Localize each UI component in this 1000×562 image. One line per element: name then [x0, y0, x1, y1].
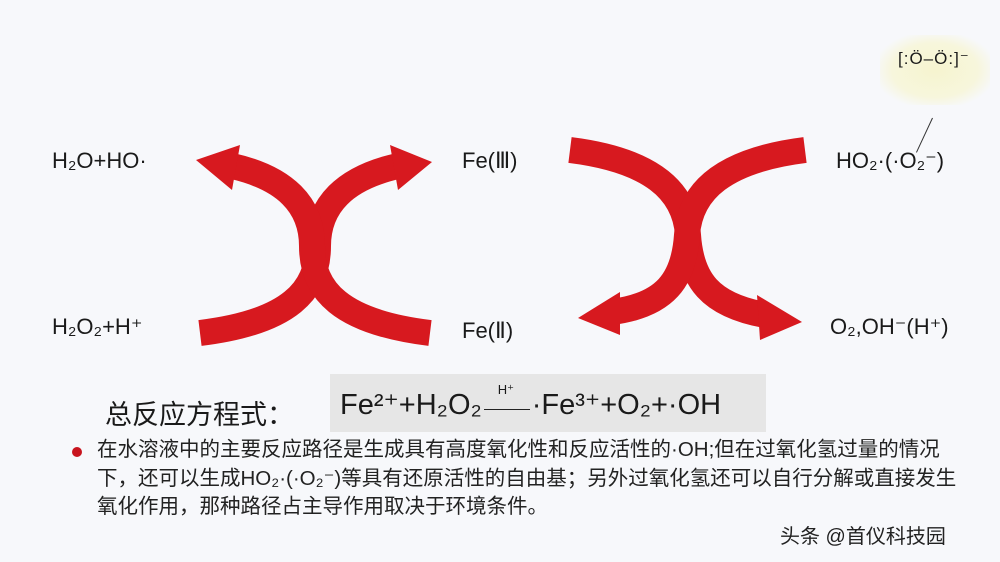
species-fe3: Fe(Ⅲ)	[462, 148, 518, 173]
arrowhead-o2	[757, 295, 802, 340]
arrowhead-fe2	[578, 292, 620, 335]
watermark: 头条 @首仪科技园	[780, 526, 946, 548]
description-paragraph: 在水溶液中的主要反应路径是生成具有高度氧化性和反应活性的·OH;但在过氧化氢过量…	[97, 438, 957, 518]
species-o2-oh: O₂,OH⁻(H⁺)	[830, 314, 949, 339]
superoxide-lewis-structure: [:Ö–Ö:]⁻	[880, 35, 990, 105]
bullet-dot	[72, 447, 82, 457]
catalyst-label: H⁺	[497, 382, 515, 397]
species-h2o-ho: H₂O+HO·	[52, 148, 147, 173]
arrow-ho2-to-o2	[609, 137, 807, 325]
lewis-text: [:Ö–Ö:]⁻	[898, 49, 970, 68]
equation-label: 总反应方程式：	[105, 400, 294, 430]
reaction-arrow: H⁺	[483, 382, 530, 422]
arrowhead-h2o	[196, 145, 240, 190]
overall-equation: Fe²⁺+H₂O₂ H⁺ ·Fe³⁺+O₂+·OH	[330, 374, 766, 432]
equation-reactants: Fe²⁺+H₂O₂	[340, 389, 482, 421]
species-ho2: HO₂·(·O₂⁻)	[836, 148, 945, 173]
species-h2o2-h: H₂O₂+H⁺	[52, 314, 143, 339]
equation-products: ·Fe³⁺+O₂+·OH	[531, 389, 722, 421]
arrowhead-fe3	[390, 145, 432, 190]
arrow-h2o2-to-h2o	[228, 153, 432, 346]
species-fe2: Fe(Ⅱ)	[462, 318, 514, 343]
reaction-cycle-arrows	[196, 137, 807, 346]
